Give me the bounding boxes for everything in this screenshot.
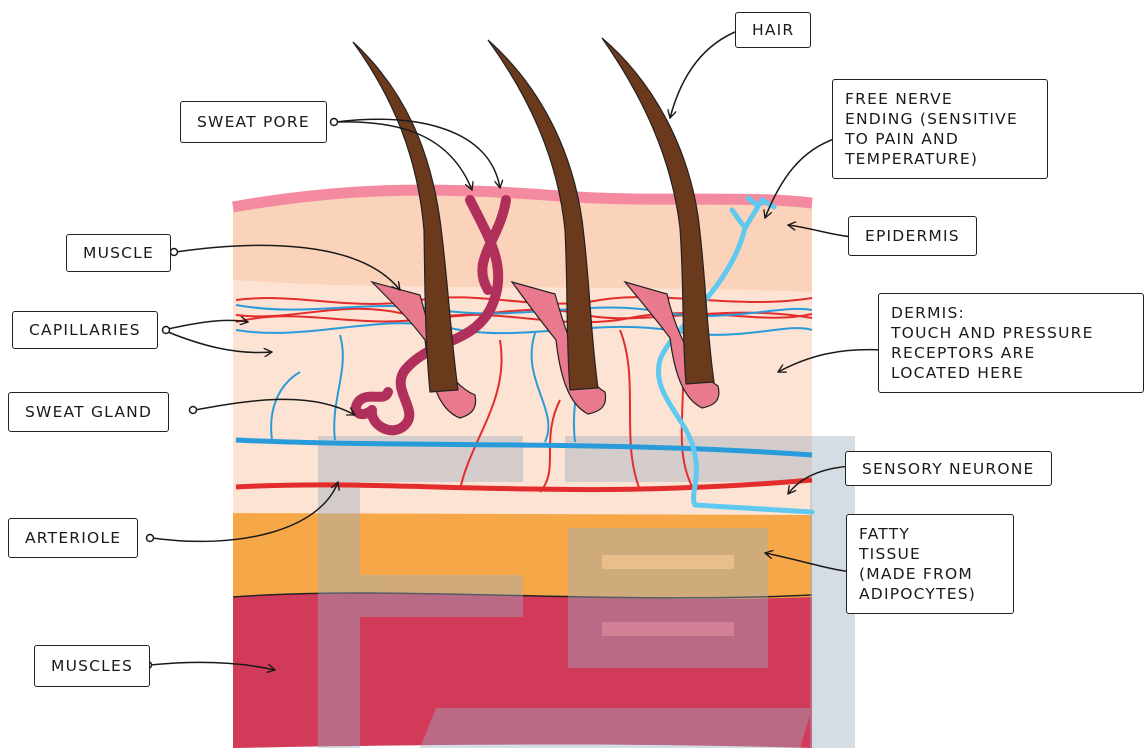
dermis-line-4: LOCATED HERE <box>891 363 1131 383</box>
label-sweat-gland: SWEAT GLAND <box>8 392 169 432</box>
label-free-nerve-ending: FREE NERVE ENDING (SENSITIVE TO PAIN AND… <box>832 79 1048 179</box>
label-dermis: DERMIS: TOUCH AND PRESSURE RECEPTORS ARE… <box>878 293 1144 393</box>
fatty-tissue-line-1: FATTY <box>859 524 1001 544</box>
label-fatty-tissue: FATTY TISSUE (MADE FROM ADIPOCYTES) <box>846 514 1014 614</box>
label-hair: HAIR <box>735 12 811 48</box>
label-epidermis-text: EPIDERMIS <box>865 226 960 246</box>
dermis-line-2: TOUCH AND PRESSURE <box>891 323 1131 343</box>
label-sweat-gland-text: SWEAT GLAND <box>25 402 152 422</box>
label-arteriole: ARTERIOLE <box>8 518 138 558</box>
free-nerve-ending-line-4: TEMPERATURE) <box>845 149 1035 169</box>
free-nerve-ending-line-2: ENDING (SENSITIVE <box>845 109 1035 129</box>
label-muscle-text: MUSCLE <box>83 243 154 263</box>
label-capillaries: CAPILLARIES <box>12 311 158 349</box>
label-capillaries-text: CAPILLARIES <box>29 320 141 340</box>
label-muscles: MUSCLES <box>34 645 150 687</box>
label-arteriole-text: ARTERIOLE <box>25 528 121 548</box>
fatty-tissue-line-3: (MADE FROM <box>859 564 1001 584</box>
label-sensory-neurone: SENSORY NEURONE <box>845 451 1052 486</box>
label-epidermis: EPIDERMIS <box>848 216 977 256</box>
fatty-tissue-line-4: ADIPOCYTES) <box>859 584 1001 604</box>
free-nerve-ending-line-3: TO PAIN AND <box>845 129 1035 149</box>
label-muscle: MUSCLE <box>66 234 171 272</box>
label-sweat-pore: SWEAT PORE <box>180 101 327 143</box>
dermis-line-3: RECEPTORS ARE <box>891 343 1131 363</box>
fatty-tissue-line-2: TISSUE <box>859 544 1001 564</box>
label-hair-text: HAIR <box>752 20 794 40</box>
label-sensory-neurone-text: SENSORY NEURONE <box>862 459 1035 479</box>
dermis-line-1: DERMIS: <box>891 303 1131 323</box>
label-muscles-text: MUSCLES <box>51 656 133 676</box>
free-nerve-ending-line-1: FREE NERVE <box>845 89 1035 109</box>
label-sweat-pore-text: SWEAT PORE <box>197 112 310 132</box>
